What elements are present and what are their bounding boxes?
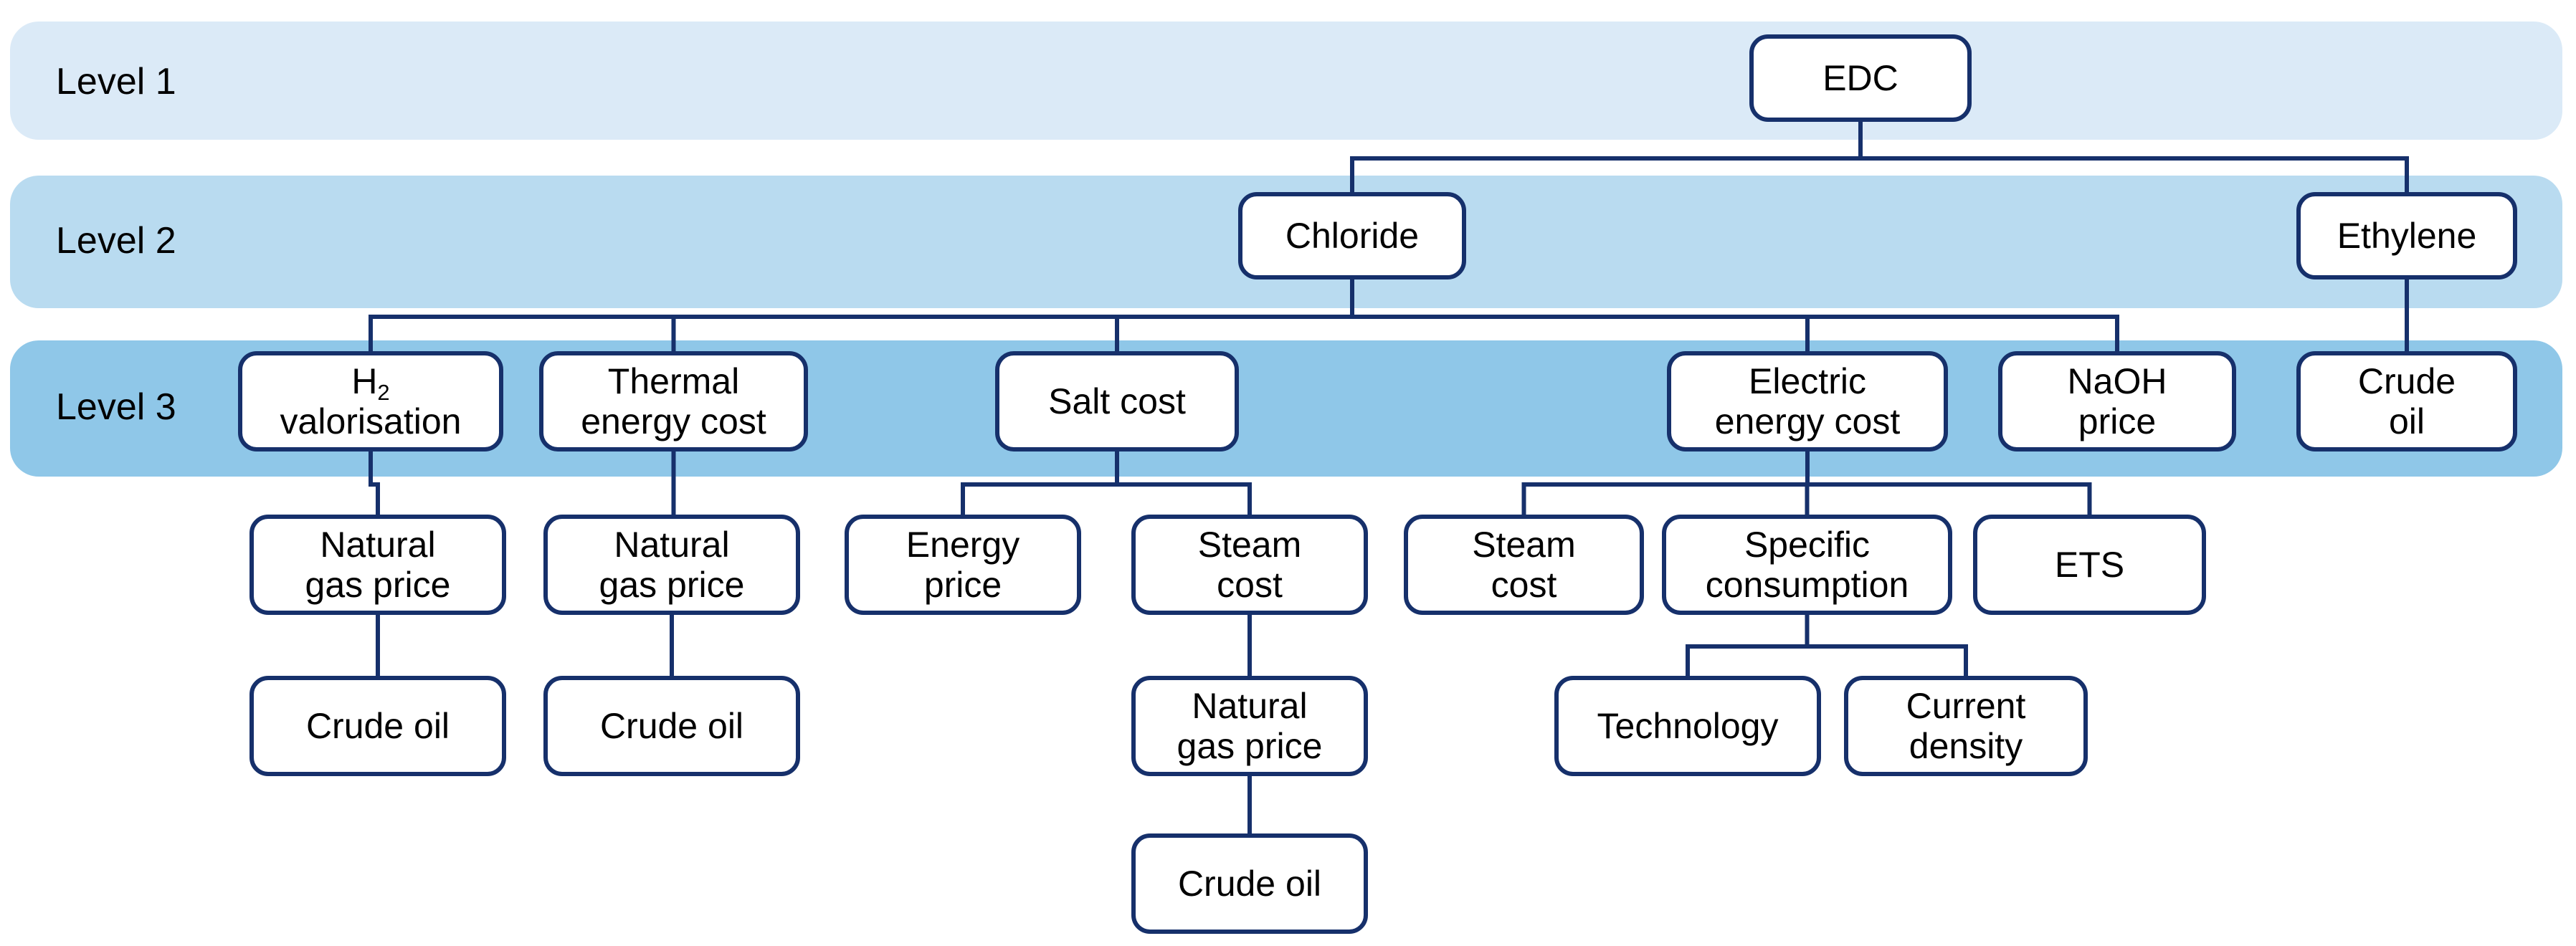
- level-band-label-level2: Level 2: [56, 220, 176, 262]
- node-label-ethylene: Ethylene: [2337, 216, 2477, 256]
- node-label-crude-oil-c: Crude oil: [1177, 864, 1322, 904]
- node-label-edc: EDC: [1822, 58, 1898, 98]
- node-label-ets: ETS: [2054, 545, 2125, 585]
- node-crude-oil-c[interactable]: Crude oil: [1131, 833, 1368, 934]
- level-band-label-level1: Level 1: [56, 61, 176, 102]
- node-ets[interactable]: ETS: [1973, 515, 2206, 615]
- node-crude-oil-b[interactable]: Crude oil: [543, 676, 800, 776]
- level-band-label-level3: Level 3: [56, 386, 176, 428]
- node-label-chloride: Chloride: [1285, 216, 1420, 256]
- node-label-salt-cost: Salt cost: [1048, 381, 1186, 421]
- node-label-technology: Technology: [1597, 706, 1779, 746]
- node-ethylene[interactable]: Ethylene: [2296, 192, 2517, 280]
- node-label-crude-oil-b: Crude oil: [599, 706, 744, 746]
- node-salt-cost[interactable]: Salt cost: [995, 351, 1239, 452]
- node-crude-oil-a[interactable]: Crude oil: [249, 676, 506, 776]
- level-band-level1: [10, 22, 2562, 140]
- node-chloride[interactable]: Chloride: [1238, 192, 1466, 280]
- node-edc[interactable]: EDC: [1749, 34, 1972, 122]
- node-label-crude-oil-a: Crude oil: [305, 706, 450, 746]
- node-technology[interactable]: Technology: [1554, 676, 1821, 776]
